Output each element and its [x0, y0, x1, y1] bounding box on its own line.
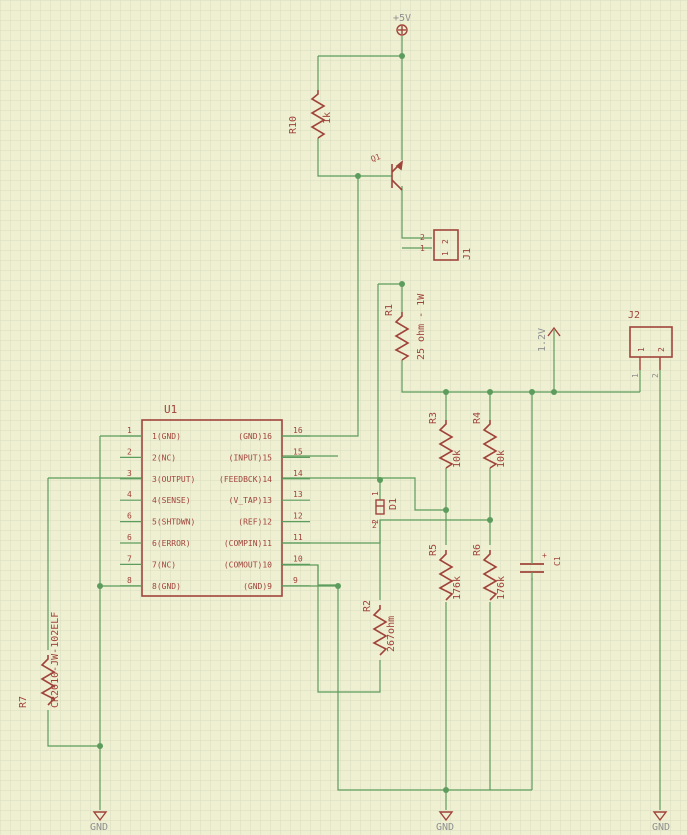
svg-text:2: 2 — [420, 233, 425, 242]
svg-text:2: 2 — [372, 521, 377, 530]
u1-left-pin-label: 1(GND) — [152, 432, 181, 441]
rail-12v-symbol: 1.2V — [537, 326, 561, 352]
svg-text:R4: R4 — [472, 412, 483, 424]
svg-text:1: 1 — [637, 347, 646, 352]
resistor-r3[interactable]: R3 10k — [428, 412, 463, 469]
u1-left-pin-number: 4 — [127, 490, 132, 499]
transistor-q1[interactable] — [391, 160, 404, 191]
svg-text:1: 1 — [371, 491, 380, 496]
svg-text:+: + — [542, 551, 547, 560]
svg-text:C1: C1 — [553, 556, 562, 566]
gnd-label-center: GND — [436, 822, 454, 833]
u1-right-pin-number: 9 — [293, 576, 298, 585]
svg-text:10k: 10k — [452, 450, 463, 468]
svg-text:D1: D1 — [388, 498, 399, 510]
resistor-r5[interactable]: R5 176k — [428, 544, 463, 601]
rail-12v-label: 1.2V — [537, 328, 548, 352]
capacitor-c1[interactable]: + C1 — [520, 550, 562, 580]
u1-left-pin-label: 2(NC) — [152, 453, 176, 462]
u1-right-pin-label: (FEEDBCK)14 — [219, 475, 272, 484]
u1-right-pin-number: 10 — [293, 554, 303, 563]
vcc-symbol: +5V — [393, 13, 411, 36]
svg-text:J1: J1 — [462, 248, 473, 260]
svg-text:2: 2 — [651, 373, 660, 378]
svg-text:R5: R5 — [428, 544, 439, 556]
gnd-label-right: GND — [652, 822, 670, 833]
svg-text:1: 1 — [420, 244, 425, 253]
connector-j1[interactable]: 2 1 1 2 J1 — [420, 229, 473, 261]
u1-left-pin-label: 4(SENSE) — [152, 496, 191, 505]
resistor-r2[interactable]: R2 267ohm 2 — [362, 521, 397, 656]
svg-text:1: 1 — [441, 251, 450, 256]
gnd-label-left: GND — [90, 822, 108, 833]
u1-left-pin-number: 7 — [127, 554, 132, 563]
u1-left-pin-label: 6(ERROR) — [152, 539, 191, 548]
svg-text:1: 1 — [631, 373, 640, 378]
u1-left-pin-number: 1 — [127, 426, 132, 435]
resistor-r10[interactable]: R10 1k — [288, 90, 333, 139]
u1-right-pin-label: (REF)12 — [238, 518, 272, 527]
ic-u1[interactable]: U1 — [141, 403, 283, 597]
u1-right-pin-label: (V_TAP)13 — [229, 496, 273, 505]
svg-text:10k: 10k — [496, 450, 507, 468]
svg-text:25 ohm - 1W: 25 ohm - 1W — [416, 293, 427, 360]
u1-right-pin-number: 15 — [293, 447, 303, 456]
u1-left-pin-label: 8(GND) — [152, 582, 181, 591]
vcc-label: +5V — [393, 13, 411, 24]
svg-text:2: 2 — [441, 239, 450, 244]
u1-pins: 1 1(GND) 2 2(NC) 3 3(OUTPUT) 4 4(SENSE) 6 5(SHTDW… — [120, 426, 310, 591]
u1-name: U1 — [164, 403, 177, 416]
svg-text:2: 2 — [657, 347, 666, 352]
u1-right-pin-number: 13 — [293, 490, 303, 499]
junctions — [97, 53, 557, 793]
svg-text:R7: R7 — [18, 696, 29, 708]
svg-text:CR2010-JW-102ELF: CR2010-JW-102ELF — [50, 612, 61, 708]
u1-right-pin-number: 14 — [293, 469, 303, 478]
svg-text:1k: 1k — [322, 112, 333, 124]
svg-text:267ohm: 267ohm — [386, 616, 397, 652]
u1-left-pin-number: 8 — [127, 576, 132, 585]
u1-right-pin-label: (COMOUT)10 — [224, 560, 272, 569]
u1-left-pin-number: 3 — [127, 469, 132, 478]
u1-left-pin-number: 6 — [127, 512, 132, 521]
u1-right-pin-label: (GND)9 — [243, 582, 272, 591]
u1-right-pin-number: 12 — [293, 512, 303, 521]
u1-left-pin-label: 7(NC) — [152, 560, 176, 569]
q1-label: Q1 — [370, 152, 382, 164]
gnd-symbols — [92, 811, 668, 822]
u1-left-pin-number: 6 — [127, 533, 132, 542]
u1-right-pin-label: (COMPIN)11 — [224, 539, 272, 548]
svg-text:176k: 176k — [452, 576, 463, 600]
connector-j2[interactable]: J2 1 2 1 2 — [628, 310, 673, 378]
svg-text:J2: J2 — [628, 310, 640, 321]
resistor-r1[interactable]: R1 25 ohm - 1W — [384, 293, 427, 361]
resistor-r7[interactable]: R7 CR2010-JW-102ELF — [18, 612, 61, 708]
svg-text:R10: R10 — [288, 116, 299, 134]
u1-right-pin-number: 11 — [293, 533, 303, 542]
u1-right-pin-number: 16 — [293, 426, 303, 435]
u1-right-pin-label: (GND)16 — [238, 432, 272, 441]
u1-right-pin-label: (INPUT)15 — [229, 453, 273, 462]
svg-text:R6: R6 — [472, 544, 483, 556]
svg-text:R1: R1 — [384, 304, 395, 316]
svg-text:R2: R2 — [362, 600, 373, 612]
svg-text:R3: R3 — [428, 412, 439, 424]
resistor-r4[interactable]: R4 10k — [472, 412, 507, 469]
svg-text:176k: 176k — [496, 576, 507, 600]
u1-left-pin-number: 2 — [127, 447, 132, 456]
u1-left-pin-label: 5(SHTDWN) — [152, 518, 195, 527]
resistor-r6[interactable]: R6 176k — [472, 544, 507, 601]
svg-text:2: 2 — [371, 519, 380, 524]
u1-left-pin-label: 3(OUTPUT) — [152, 475, 195, 484]
diode-d1[interactable]: 1 D1 2 — [371, 491, 399, 524]
